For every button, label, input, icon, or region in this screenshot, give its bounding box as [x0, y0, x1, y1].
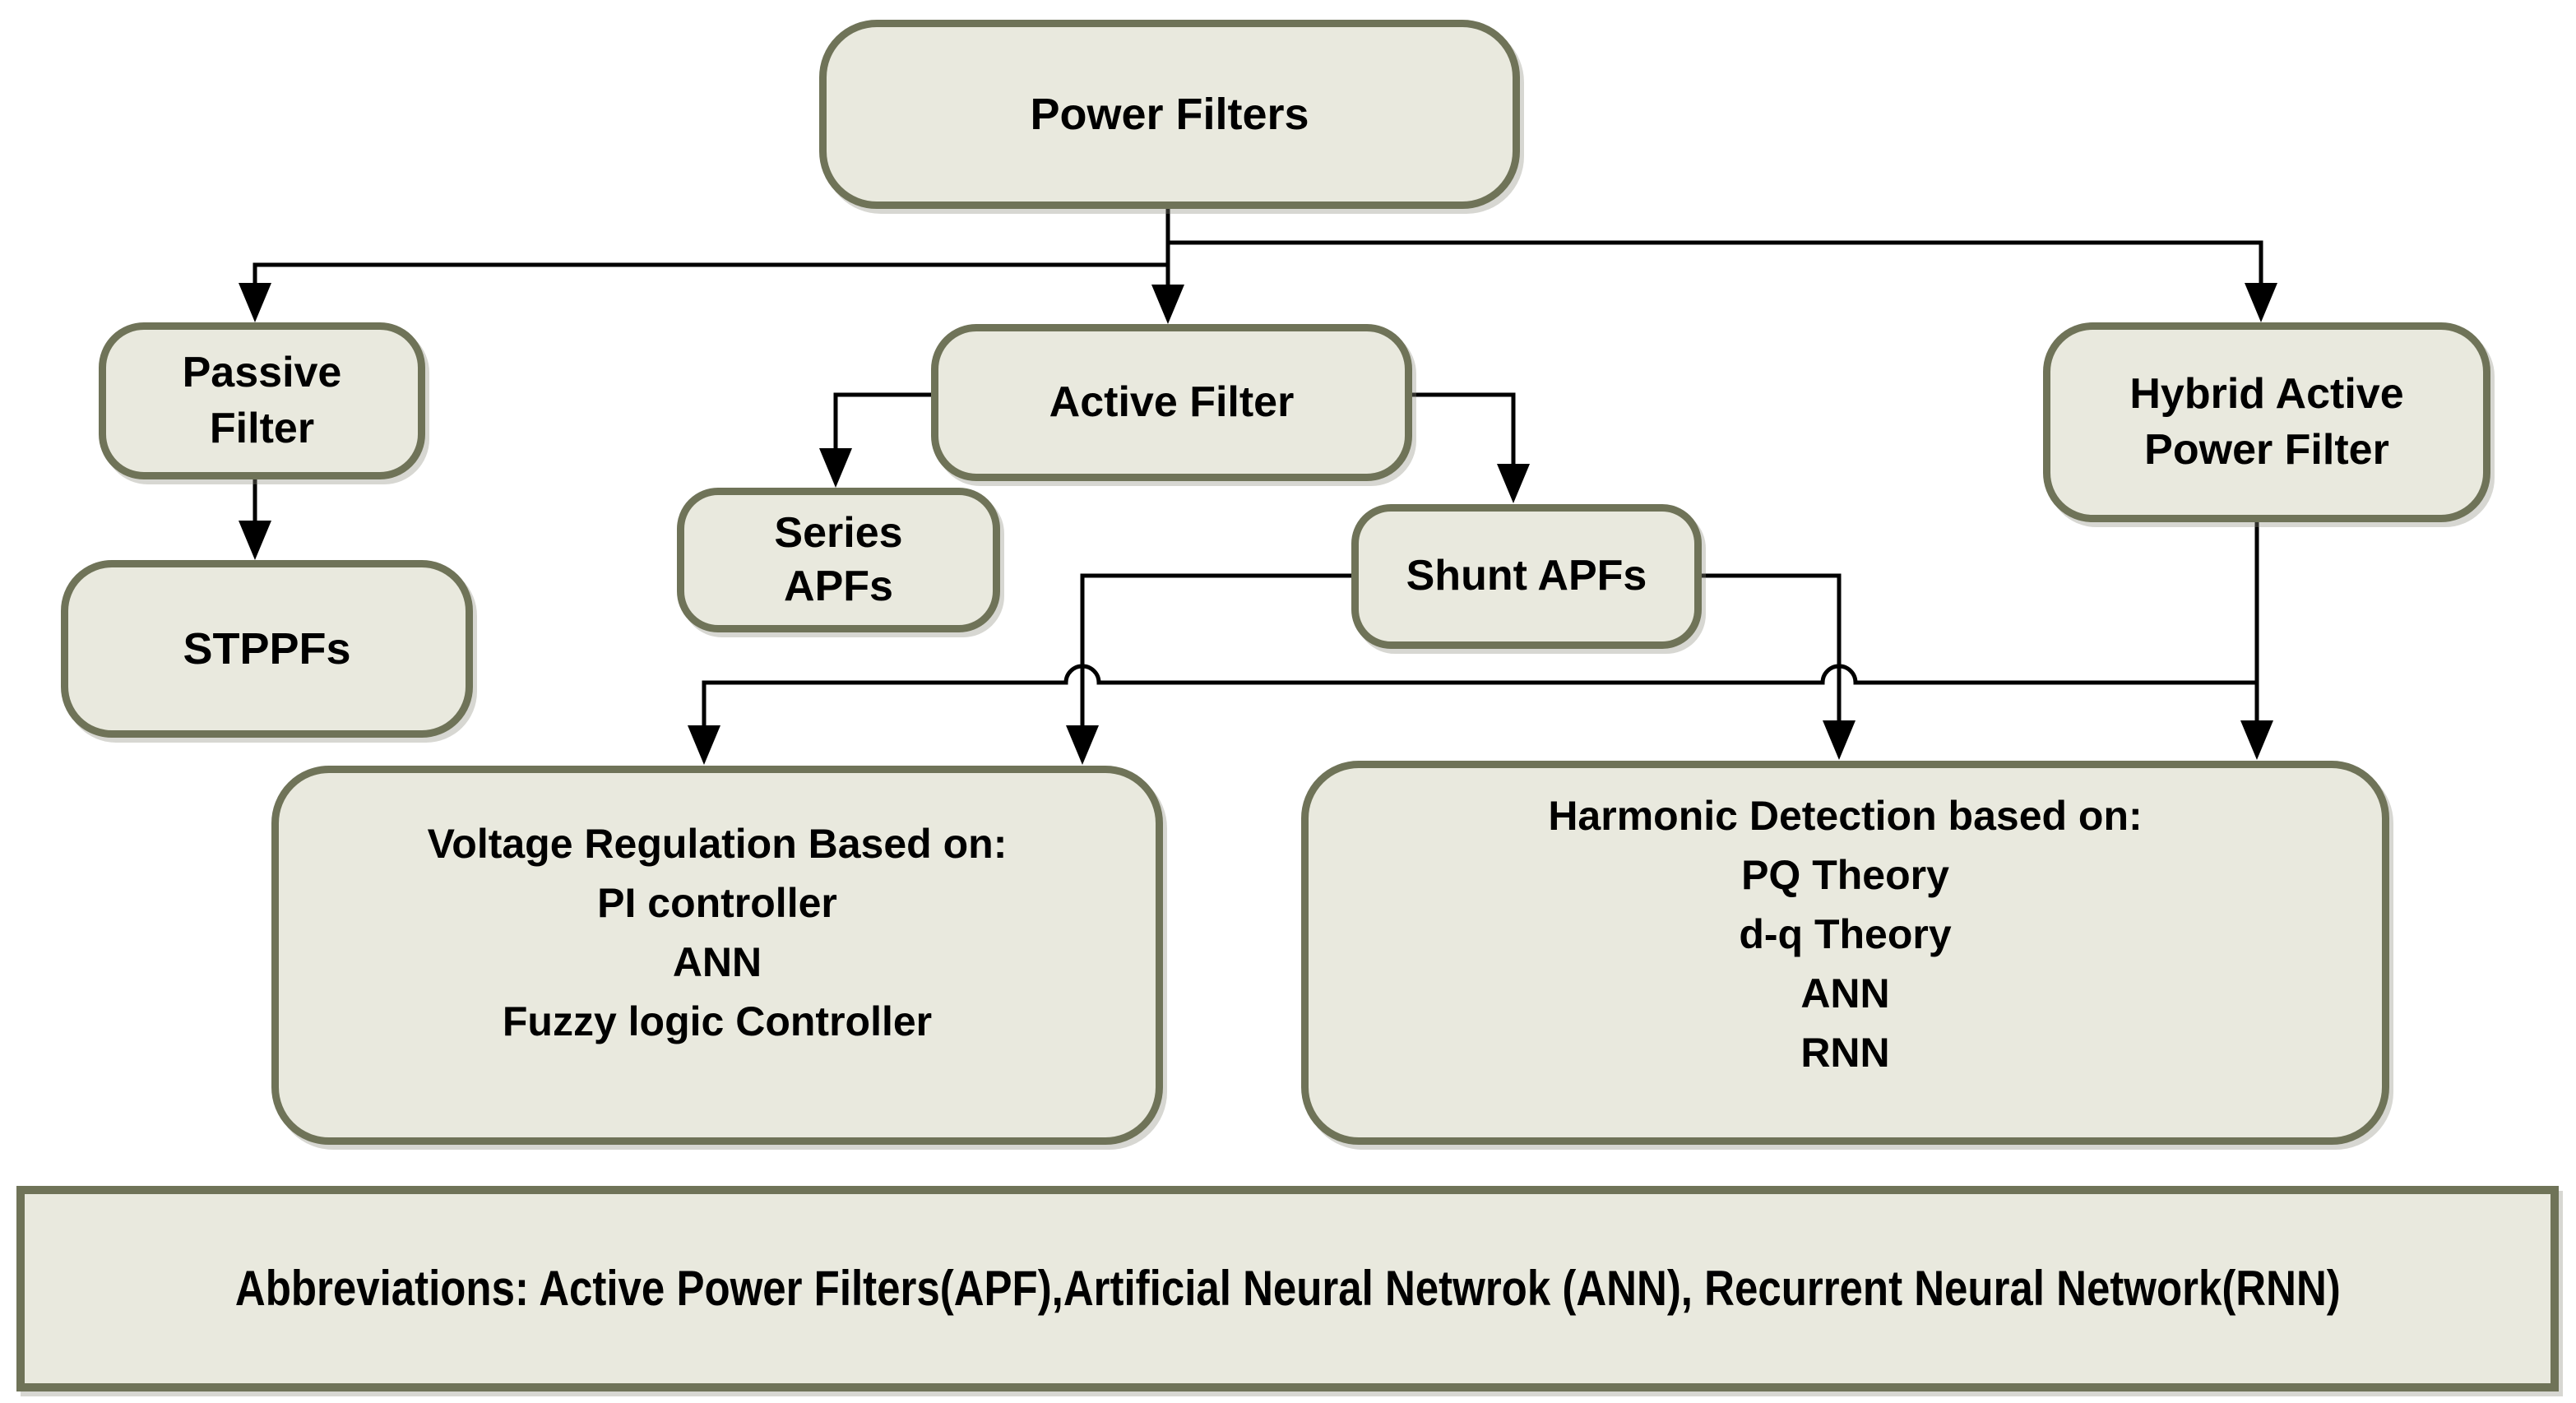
- node-shunt-apfs-label: Shunt APFs: [1406, 552, 1647, 600]
- edge-powerfilters-to-passive-line: [253, 262, 1168, 285]
- node-passive-filter-line1: Passive: [182, 348, 342, 396]
- arrowhead-into-stppfs: [239, 521, 271, 560]
- edge-hybrid-to-voltage-line: [702, 664, 2257, 729]
- arrowhead-into-shunt-apfs: [1497, 464, 1530, 503]
- node-voltage-regulation-item-fuzzy: Fuzzy logic Controller: [502, 998, 933, 1044]
- node-harmonic-detection-item-dq: d-q Theory: [1739, 911, 1952, 957]
- node-harmonic-detection-title: Harmonic Detection based on:: [1548, 793, 2143, 839]
- node-harmonic-detection-item-rnn: RNN: [1800, 1030, 1890, 1076]
- node-shunt-apfs: Shunt APFs: [1351, 504, 1702, 649]
- node-hybrid-apf-line2: Power Filter: [2144, 425, 2389, 474]
- node-power-filters: Power Filters: [819, 20, 1520, 209]
- node-series-apfs-line2: APFs: [784, 563, 893, 610]
- node-voltage-regulation-item-ann: ANN: [672, 939, 762, 985]
- arrowhead-hybrid-into-voltage: [688, 725, 720, 765]
- node-hybrid-active-power-filter: Hybrid Active Power Filter: [2043, 322, 2490, 522]
- node-passive-filter: Passive Filter: [99, 322, 425, 479]
- edge-shunt-to-voltage-line: [1080, 573, 1351, 729]
- node-power-filters-label: Power Filters: [1030, 89, 1309, 139]
- arrowhead-into-active-filter: [1151, 285, 1184, 324]
- edge-powerfilters-to-hybrid-line: [1168, 240, 2263, 285]
- abbreviations-legend-box: Abbreviations: Active Power Filters(APF)…: [16, 1186, 2559, 1391]
- node-harmonic-detection: Harmonic Detection based on: PQ Theory d…: [1301, 761, 2389, 1145]
- node-stppfs: STPPFs: [61, 560, 473, 738]
- node-voltage-regulation-title: Voltage Regulation Based on:: [427, 821, 1008, 867]
- arrowhead-shunt-into-voltage: [1066, 725, 1099, 765]
- edge-active-to-series-line: [833, 392, 931, 451]
- node-passive-filter-line2: Filter: [209, 404, 315, 452]
- node-voltage-regulation-item-pi: PI controller: [597, 880, 837, 926]
- arrowhead-into-hybrid-apf: [2245, 283, 2277, 322]
- abbreviations-legend-text: Abbreviations: Active Power Filters(APF)…: [234, 1261, 2341, 1316]
- edge-active-to-shunt-line: [1412, 392, 1516, 467]
- node-harmonic-detection-item-pq: PQ Theory: [1741, 852, 1949, 898]
- arrowhead-shunt-into-harmonic: [1823, 720, 1856, 760]
- node-series-apfs: Series APFs: [677, 488, 1000, 632]
- arrowhead-hybrid-into-harmonic: [2240, 720, 2273, 760]
- node-voltage-regulation: Voltage Regulation Based on: PI controll…: [271, 766, 1163, 1145]
- arrowhead-into-series-apfs: [819, 448, 852, 488]
- arrowhead-into-passive-filter: [239, 283, 271, 322]
- node-active-filter-label: Active Filter: [1049, 377, 1295, 426]
- node-harmonic-detection-item-ann: ANN: [1800, 970, 1890, 1016]
- node-stppfs-label: STPPFs: [183, 623, 351, 674]
- node-hybrid-apf-line1: Hybrid Active: [2129, 369, 2404, 418]
- node-series-apfs-line1: Series: [774, 509, 903, 557]
- edge-shunt-to-harmonic-line: [1702, 573, 1842, 724]
- node-active-filter: Active Filter: [931, 324, 1412, 481]
